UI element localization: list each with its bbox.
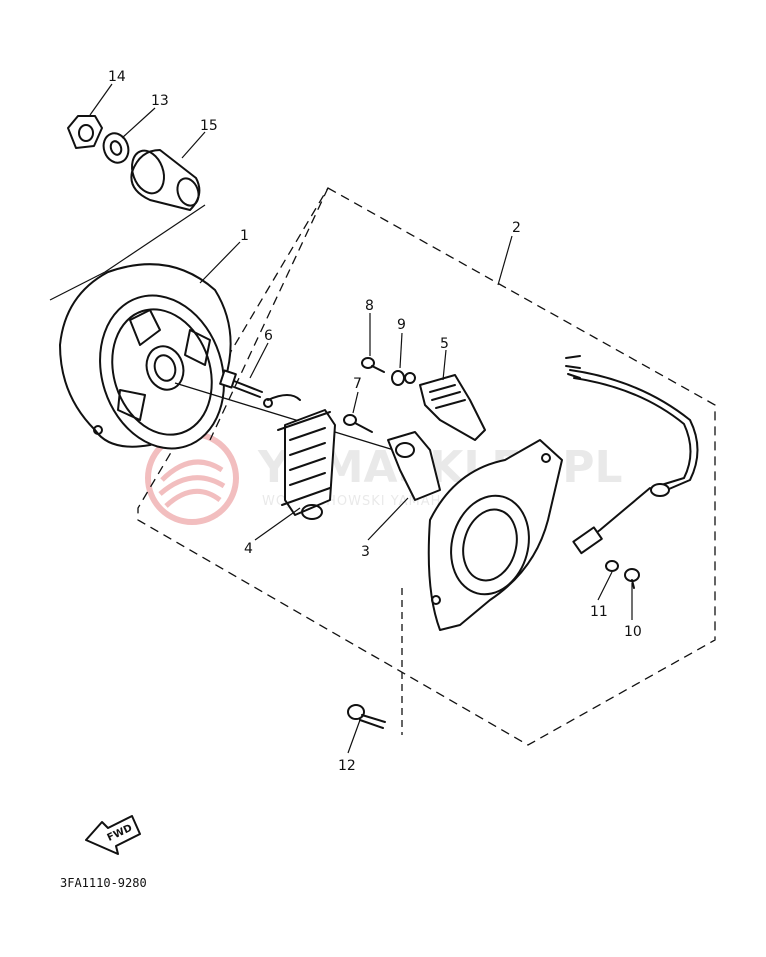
flywheel-rotor <box>59 263 232 450</box>
wire-harness <box>565 355 699 555</box>
charge-coil-part <box>277 409 336 520</box>
callout-3: 3 <box>361 544 370 560</box>
callout-5: 5 <box>440 336 449 352</box>
bolt-6-part <box>219 369 263 398</box>
callout-11: 11 <box>590 604 608 620</box>
stator-assembly-outline-inner <box>209 187 329 441</box>
nut-part <box>67 115 103 149</box>
stator-base-plate <box>427 439 563 631</box>
screw-12-part <box>347 704 386 729</box>
collar-part <box>130 149 201 211</box>
screw-10-part <box>624 568 640 589</box>
callout-8: 8 <box>365 298 374 314</box>
washer-9-part <box>391 370 405 386</box>
spring-clip <box>267 394 301 401</box>
axis-line <box>174 382 411 456</box>
callout-13: 13 <box>151 93 169 109</box>
callout-10: 10 <box>624 624 642 640</box>
callout-6: 6 <box>264 328 273 344</box>
lighting-coil-part <box>387 431 441 501</box>
callout-1: 1 <box>240 228 249 244</box>
callout-4: 4 <box>244 541 253 557</box>
callout-12: 12 <box>338 758 356 774</box>
washer-11-part <box>605 560 619 572</box>
callout-9: 9 <box>397 317 406 333</box>
leader-lines <box>89 83 633 754</box>
screw-7-part <box>343 414 373 433</box>
screw-8-part <box>361 357 385 373</box>
callout-15: 15 <box>200 118 218 134</box>
callout-14: 14 <box>108 69 126 85</box>
spring-clip-end <box>263 398 273 408</box>
callout-7: 7 <box>353 376 362 392</box>
rotor-bracket-line-top <box>104 204 206 273</box>
stator-assembly-outline <box>137 187 716 746</box>
rotor-bracket-line <box>49 271 106 301</box>
part-code: 3FA1110-9280 <box>60 876 147 890</box>
fwd-arrow-icon: FWD <box>85 815 141 855</box>
pickup-coil-part <box>404 372 486 441</box>
callout-2: 2 <box>512 220 521 236</box>
washer-part <box>102 132 130 164</box>
